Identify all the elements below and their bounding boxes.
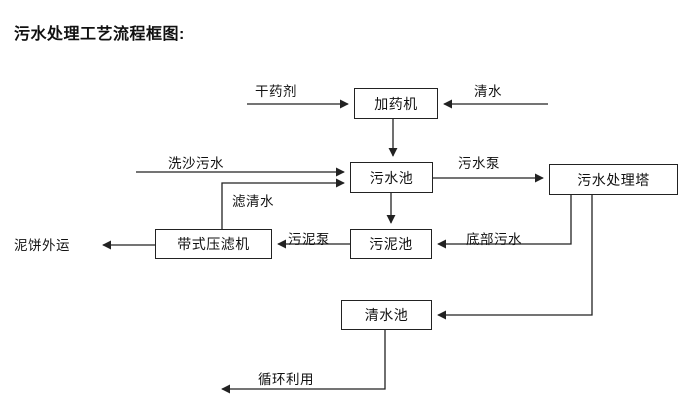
edge-label-dry-agent: 干药剂 bbox=[255, 84, 297, 99]
node-dosing-machine[interactable]: 加药机 bbox=[354, 88, 438, 119]
edge-label-sludge-pump: 污泥泵 bbox=[288, 232, 330, 247]
edge-label-clean-water: 清水 bbox=[474, 84, 502, 99]
node-sludge-pool[interactable]: 污泥池 bbox=[350, 229, 432, 259]
edge-label-filtered-water: 滤清水 bbox=[232, 194, 274, 209]
node-label: 加药机 bbox=[374, 95, 418, 112]
node-label: 污水池 bbox=[369, 169, 414, 186]
node-sewage-pool[interactable]: 污水池 bbox=[350, 162, 433, 193]
node-label: 清水池 bbox=[364, 307, 409, 323]
page-title: 污水处理工艺流程框图: bbox=[14, 26, 185, 43]
node-belt-filter-press[interactable]: 带式压滤机 bbox=[155, 229, 272, 259]
node-clear-water-pool[interactable]: 清水池 bbox=[341, 300, 432, 330]
edge-treatment-tower-to-clear-pool bbox=[437, 195, 593, 320]
edge-label-sewage-pump: 污水泵 bbox=[458, 156, 500, 171]
node-label: 带式压滤机 bbox=[177, 236, 250, 252]
node-label: 污水处理塔 bbox=[577, 171, 650, 188]
edge-label-bottom-sewage: 底部污水 bbox=[466, 232, 522, 247]
edge-label-sand-wash-sewage: 洗沙污水 bbox=[168, 156, 224, 171]
terminal-label-mud-cake-out: 泥饼外运 bbox=[14, 238, 70, 253]
node-treatment-tower[interactable]: 污水处理塔 bbox=[549, 164, 678, 195]
node-label: 污泥池 bbox=[369, 236, 413, 252]
edge-label-recycle-use: 循环利用 bbox=[258, 372, 314, 387]
